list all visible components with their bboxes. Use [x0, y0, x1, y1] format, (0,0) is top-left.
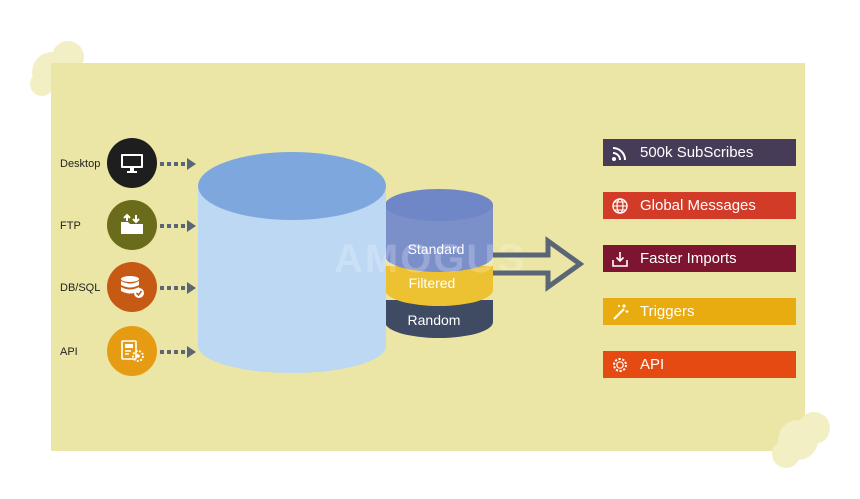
feature-label: Global Messages [640, 197, 756, 214]
dotted-arrow-icon [160, 346, 196, 358]
source-db-sql: DB/SQL [0, 262, 200, 314]
feature-subscribes: 500k SubScribes [603, 139, 796, 166]
feature-global-messages: Global Messages [603, 192, 796, 219]
database-check-icon [107, 262, 157, 312]
globe-icon [610, 196, 630, 216]
api-gear-icon [107, 326, 157, 376]
api-gear-icon [610, 355, 630, 375]
dotted-arrow-icon [160, 220, 196, 232]
rss-icon [610, 143, 630, 163]
desktop-monitor-icon [107, 138, 157, 188]
dotted-arrow-icon [160, 158, 196, 170]
feature-api: API [603, 351, 796, 378]
source-ftp: FTP [0, 200, 200, 252]
feature-faster-imports: Faster Imports [603, 245, 796, 272]
source-label: Desktop [60, 158, 101, 170]
cloud-blob-bottom-right [772, 440, 800, 468]
source-api: API [0, 326, 200, 378]
folder-transfer-icon [107, 200, 157, 250]
feature-triggers: Triggers [603, 298, 796, 325]
source-label: API [60, 346, 78, 358]
wand-icon [610, 302, 630, 322]
source-desktop: Desktop [0, 138, 200, 190]
dotted-arrow-icon [160, 282, 196, 294]
feature-label: Triggers [640, 303, 695, 320]
feature-label: API [640, 356, 665, 373]
cloud-blob-top-left [30, 72, 54, 96]
feature-label: Faster Imports [640, 250, 737, 267]
source-label: FTP [60, 220, 81, 232]
import-tray-icon [610, 249, 630, 269]
feature-label: 500k SubScribes [640, 144, 754, 161]
source-label: DB/SQL [60, 282, 101, 294]
cloud-blob-bottom-right [798, 412, 830, 444]
